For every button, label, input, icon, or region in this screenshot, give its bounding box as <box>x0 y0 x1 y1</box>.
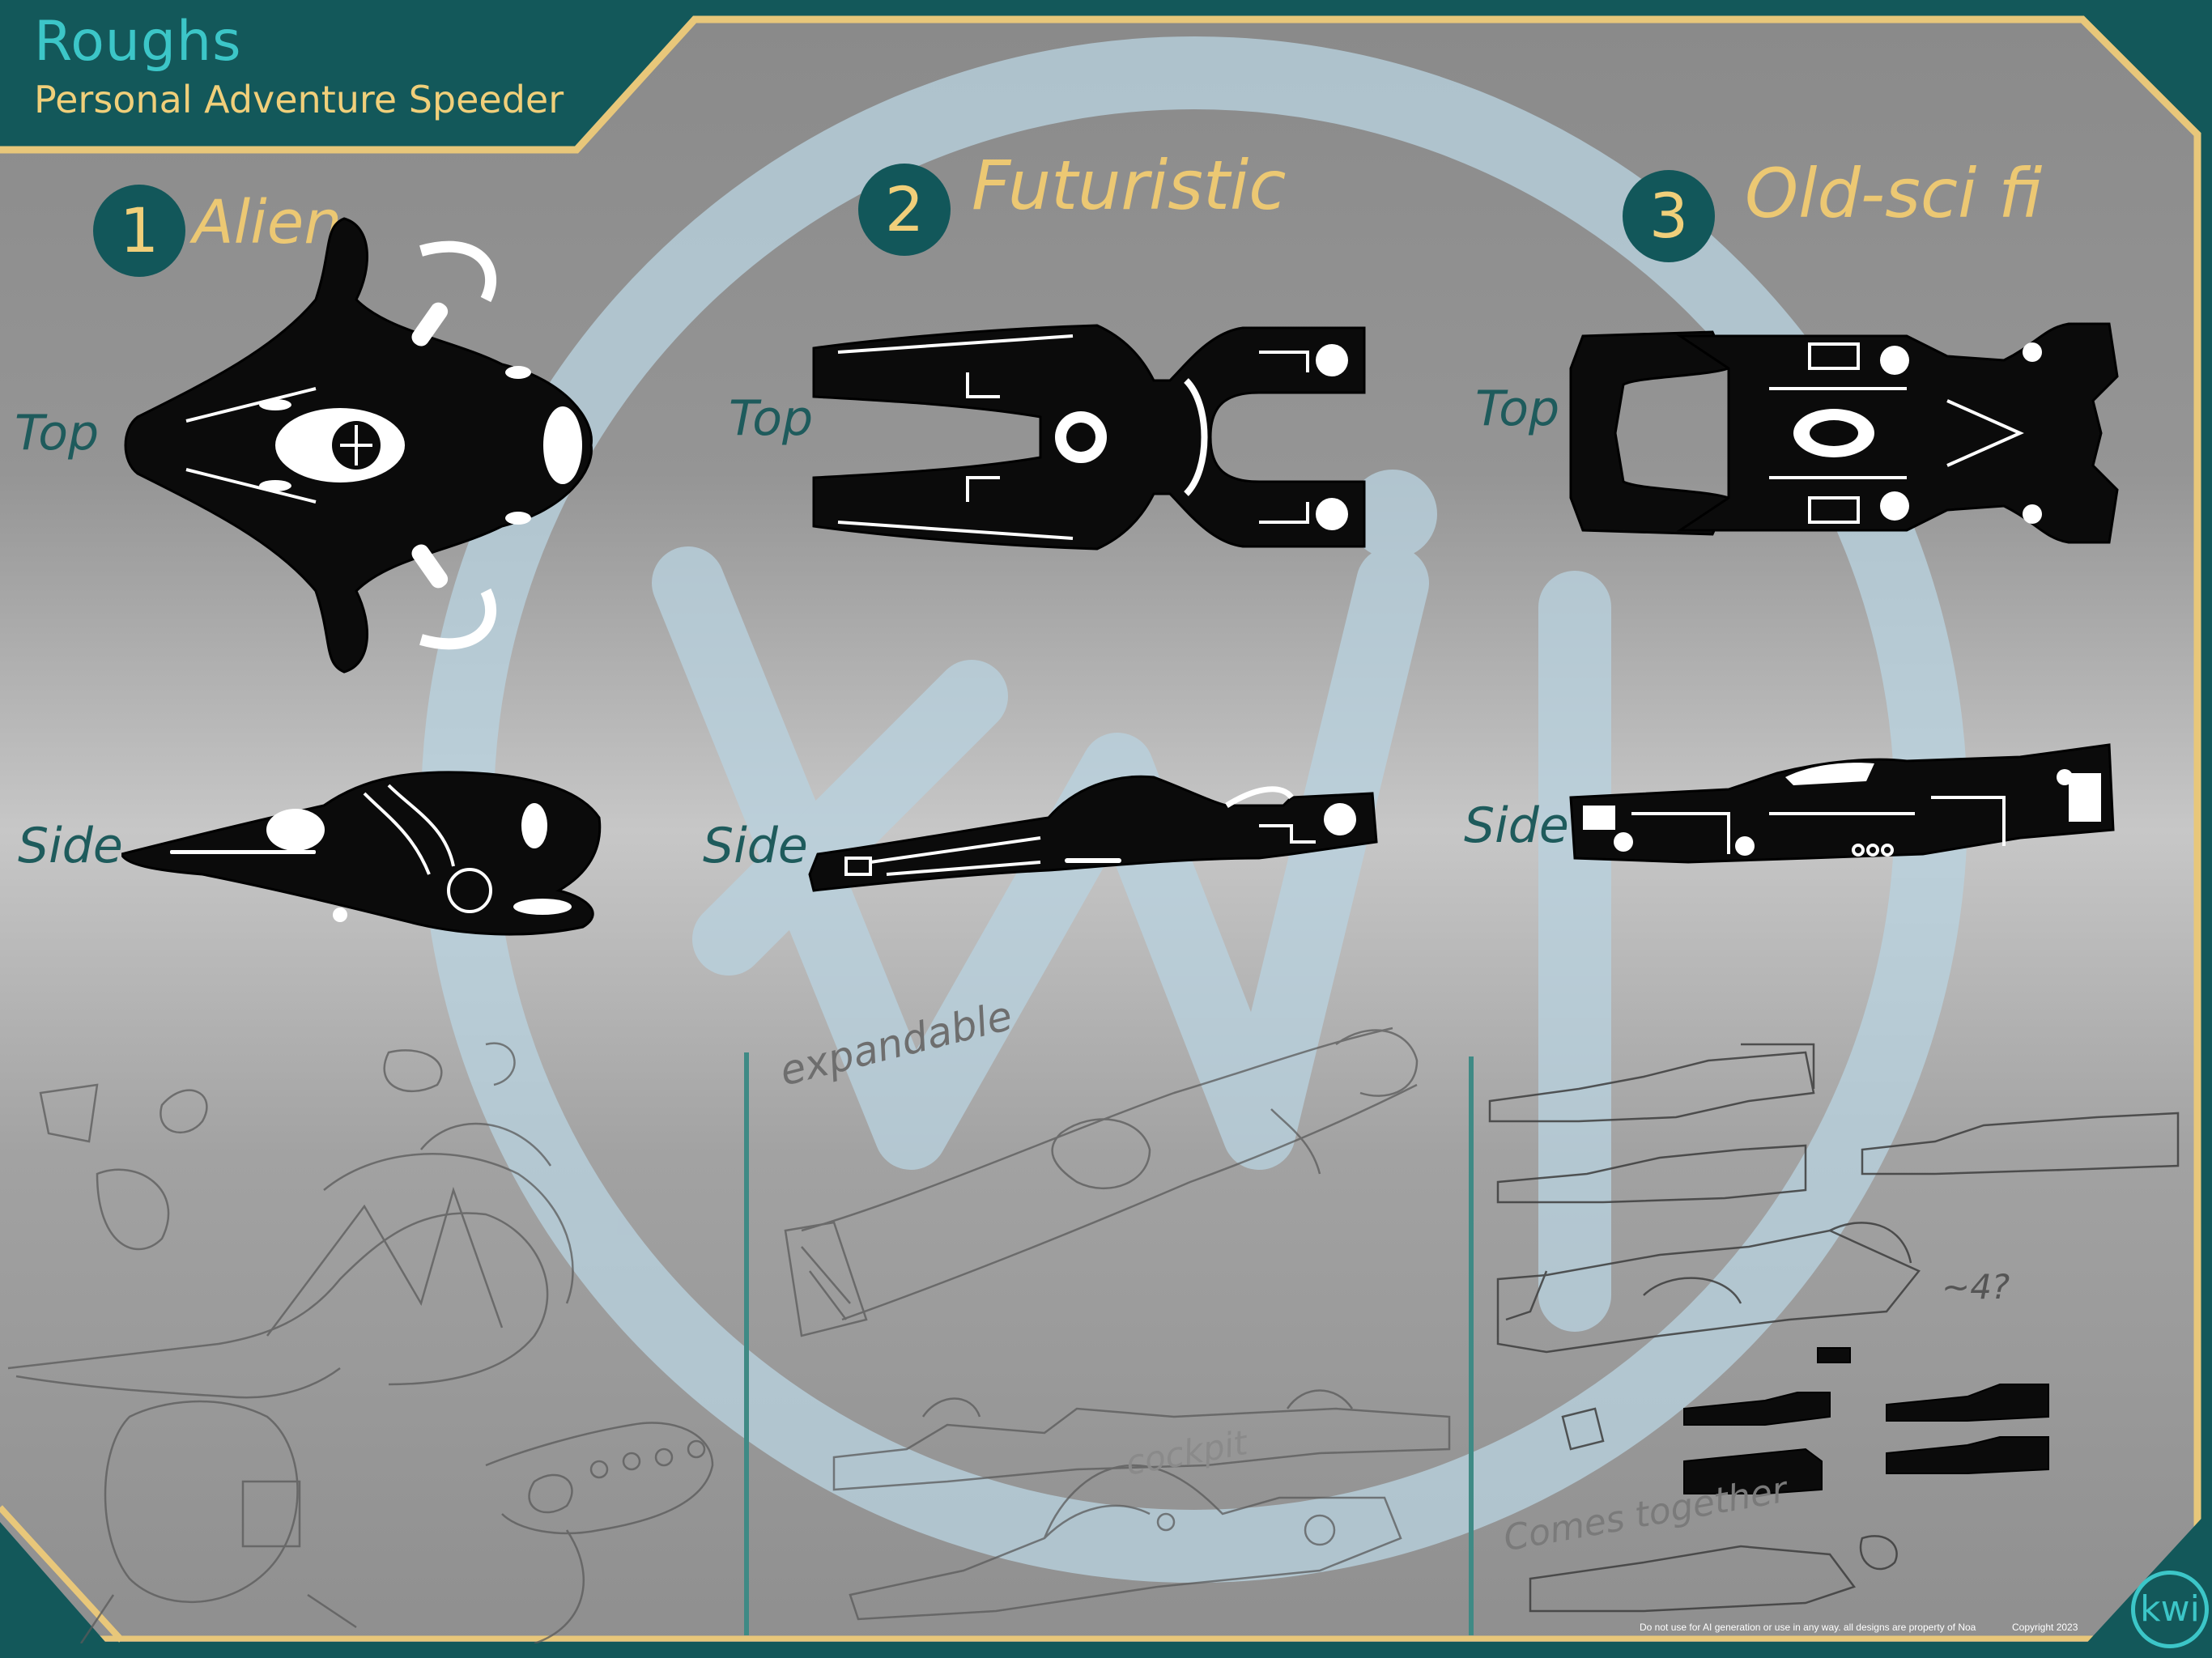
concept-2-top-label: Top <box>729 390 814 447</box>
page-subtitle: Personal Adventure Speeder <box>34 78 564 121</box>
concept-1-top-label: Top <box>15 405 100 461</box>
concept-2-name: Futuristic <box>972 146 1287 225</box>
concept-3-number: 3 <box>1623 170 1715 262</box>
concept-3-name: Old-sci fi <box>1745 154 2043 233</box>
concept-1-rough-sketches <box>7 1042 714 1643</box>
concept-3-rough-sketches <box>1488 1043 2180 1613</box>
page-title: Roughs <box>34 10 242 74</box>
artist-logo: kwi <box>2131 1571 2209 1648</box>
concept-3-side-view <box>1569 743 2115 864</box>
footer-disclaimer: Do not use for AI generation or use in a… <box>1640 1622 1976 1633</box>
concept-2-top-view <box>812 324 1366 551</box>
concept-2-side-view <box>808 775 1378 892</box>
concept-3-top-label: Top <box>1475 380 1560 437</box>
artist-logo-text: kwi <box>2140 1588 2200 1630</box>
concept-1-top-view <box>124 217 593 674</box>
concept-1-number: 1 <box>93 185 185 277</box>
concept-1-side-view <box>121 771 602 936</box>
note-question: ~4? <box>1942 1267 2010 1307</box>
footer-copyright: Copyright 2023 <box>2012 1622 2078 1633</box>
concept-2-rough-sketches <box>784 1027 1451 1621</box>
concept-2-side-label: Side <box>703 818 808 874</box>
concept-1-name: Alien <box>193 188 342 257</box>
concept-3-top-view <box>1569 322 2119 544</box>
concept-1-side-label: Side <box>18 818 123 874</box>
concept-3-side-label: Side <box>1464 797 1569 854</box>
concept-2-number: 2 <box>858 164 951 256</box>
